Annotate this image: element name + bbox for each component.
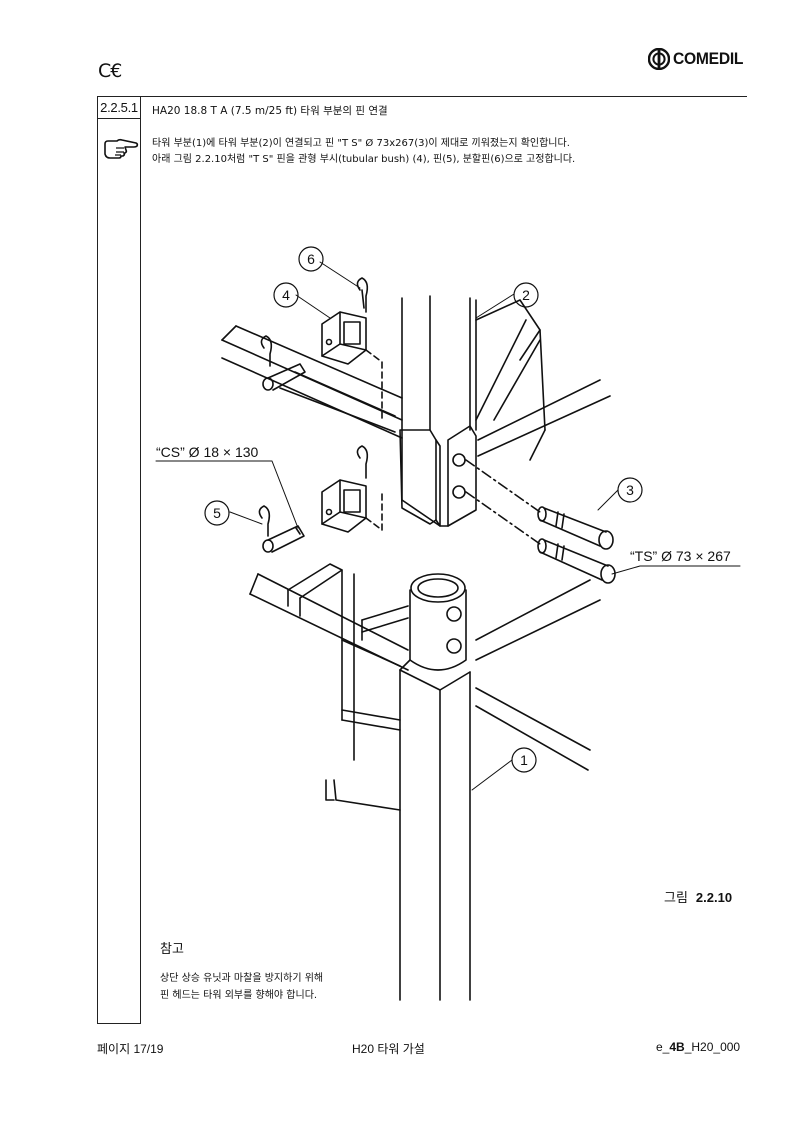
comedil-logo-icon	[648, 48, 670, 70]
split-pin-top	[356, 277, 369, 313]
footer-page-number: 페이지 17/19	[97, 1042, 164, 1056]
callout-3: 3	[617, 477, 643, 503]
instruction-line-1: 타워 부분(1)에 타워 부분(2)이 연결되고 핀 "T S" Ø 73x26…	[152, 138, 570, 149]
split-pin-middle	[356, 445, 369, 479]
note-line-1: 상단 상승 유닛과 마찰을 방지하기 위해	[160, 973, 324, 984]
upper-tubes	[262, 363, 396, 433]
ts-pin-lower	[537, 538, 616, 584]
figure-caption-number: 2.2.10	[695, 890, 733, 905]
callout-5: 5	[204, 500, 230, 526]
left-margin-column	[97, 97, 141, 1024]
ce-mark: C€	[98, 60, 122, 82]
footer-code-bold: 4B	[669, 1040, 685, 1054]
comedil-logo: COMEDIL	[648, 48, 749, 70]
callout-1: 1	[511, 747, 537, 773]
cs-pin	[262, 525, 305, 553]
callout-2: 2	[513, 282, 539, 308]
figure-caption: 그림 2.2.10	[664, 887, 732, 906]
tubular-bush-bottom	[321, 479, 383, 533]
footer-code-prefix: e_	[656, 1040, 670, 1054]
note-title: 참고	[160, 942, 184, 957]
callout-6: 6	[298, 246, 324, 272]
tubular-bush-top	[321, 311, 383, 421]
split-pin-5	[258, 505, 271, 537]
callout-5-label: 5	[213, 505, 221, 521]
instruction-line-2: 아래 그림 2.2.10처럼 "T S" 핀을 관형 부시(tubular bu…	[152, 154, 576, 165]
figure-caption-prefix: 그림	[664, 891, 688, 906]
callout-6-label: 6	[307, 251, 315, 267]
pointing-hand-icon	[103, 138, 139, 164]
callout-4: 4	[273, 282, 299, 308]
upper-tower-section	[221, 295, 611, 527]
callout-2-label: 2	[522, 287, 530, 303]
ts-pin-upper	[537, 506, 614, 550]
footer-title: H20 타워 가설	[352, 1042, 425, 1056]
top-rule	[97, 96, 747, 97]
ts-pin-label: “TS” Ø 73 × 267	[630, 548, 731, 564]
note-line-2: 핀 헤드는 타워 외부를 향해야 합니다.	[160, 990, 318, 1001]
section-number: 2.2.5.1	[97, 97, 141, 119]
split-pin-left	[260, 335, 273, 367]
section-title: HA20 18.8 T A (7.5 m/25 ft) 타워 부분의 핀 연결	[152, 105, 388, 117]
footer-doc-code: e_4B_H20_000	[656, 1040, 740, 1054]
cs-pin-label: “CS” Ø 18 × 130	[156, 444, 259, 460]
callout-4-label: 4	[282, 287, 290, 303]
footer-code-suffix: _H20_000	[684, 1040, 741, 1054]
ladder	[287, 563, 409, 811]
lower-tower-section	[249, 573, 601, 1001]
logo-text: COMEDIL	[673, 49, 744, 68]
callout-1-label: 1	[520, 752, 528, 768]
callout-3-label: 3	[626, 482, 634, 498]
